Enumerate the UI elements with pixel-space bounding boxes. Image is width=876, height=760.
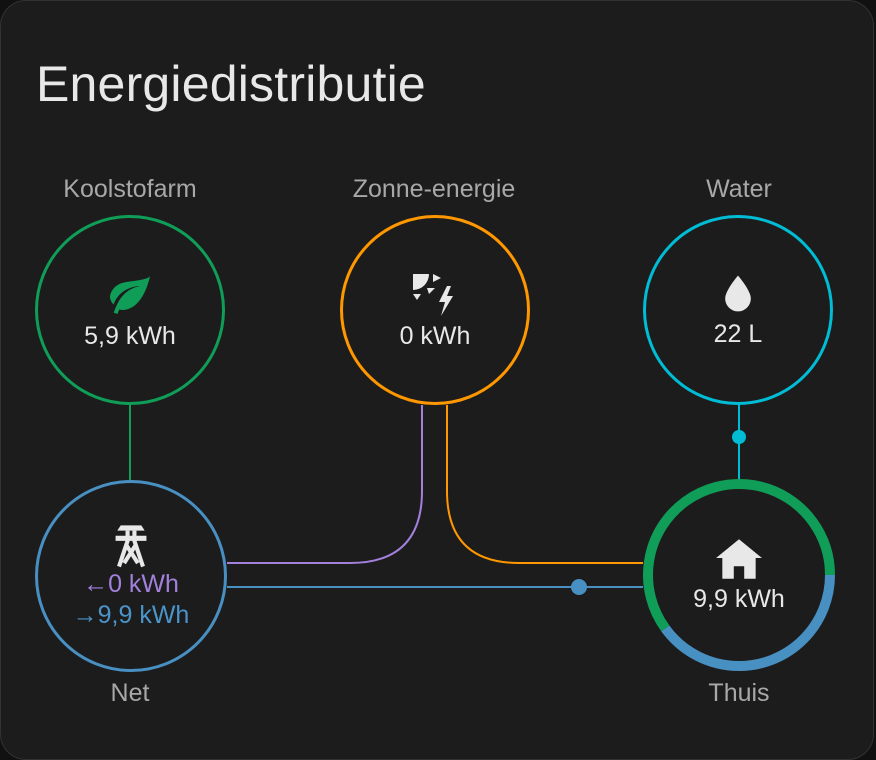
arrow-right-icon: →	[72, 601, 98, 629]
home-node[interactable]: 9,9 kWh	[648, 484, 830, 666]
low-carbon-node[interactable]: 5,9 kWh	[35, 215, 225, 405]
low-carbon-label: Koolstofarm	[63, 175, 197, 203]
solar-power-icon	[413, 273, 453, 316]
leaf-icon	[110, 275, 150, 314]
home-ring-grid	[643, 479, 835, 671]
flow-solar-to-grid	[227, 405, 423, 564]
grid-consumption-row: →9,9 kWh	[73, 601, 190, 630]
transmission-tower-icon	[115, 525, 147, 568]
flow-grid-to-home-dot	[571, 579, 587, 595]
solar-value: 0 kWh	[399, 321, 471, 350]
water-drop-icon	[725, 275, 751, 311]
home-icon	[716, 538, 762, 579]
grid-return-value: 0 kWh	[108, 570, 179, 598]
water-label: Water	[706, 175, 772, 203]
grid-consumption-value: 9,9 kWh	[97, 601, 190, 629]
grid-label: Net	[110, 679, 150, 707]
card-title: Energiedistributie	[36, 56, 426, 112]
flow-solar-to-home	[446, 405, 643, 564]
grid-node[interactable]: ←0 kWh →9,9 kWh	[35, 480, 227, 672]
flow-water-to-home-dot	[732, 430, 746, 444]
home-value: 9,9 kWh	[693, 584, 785, 613]
arrow-left-icon: ←	[83, 570, 109, 598]
water-value: 22 L	[713, 319, 763, 348]
water-node[interactable]: 22 L	[643, 215, 833, 405]
home-label: Thuis	[708, 679, 770, 707]
solar-label: Zonne-energie	[352, 175, 516, 203]
solar-node[interactable]: 0 kWh	[340, 215, 530, 405]
low-carbon-value: 5,9 kWh	[84, 321, 176, 350]
grid-return-row: ←0 kWh	[83, 570, 179, 599]
